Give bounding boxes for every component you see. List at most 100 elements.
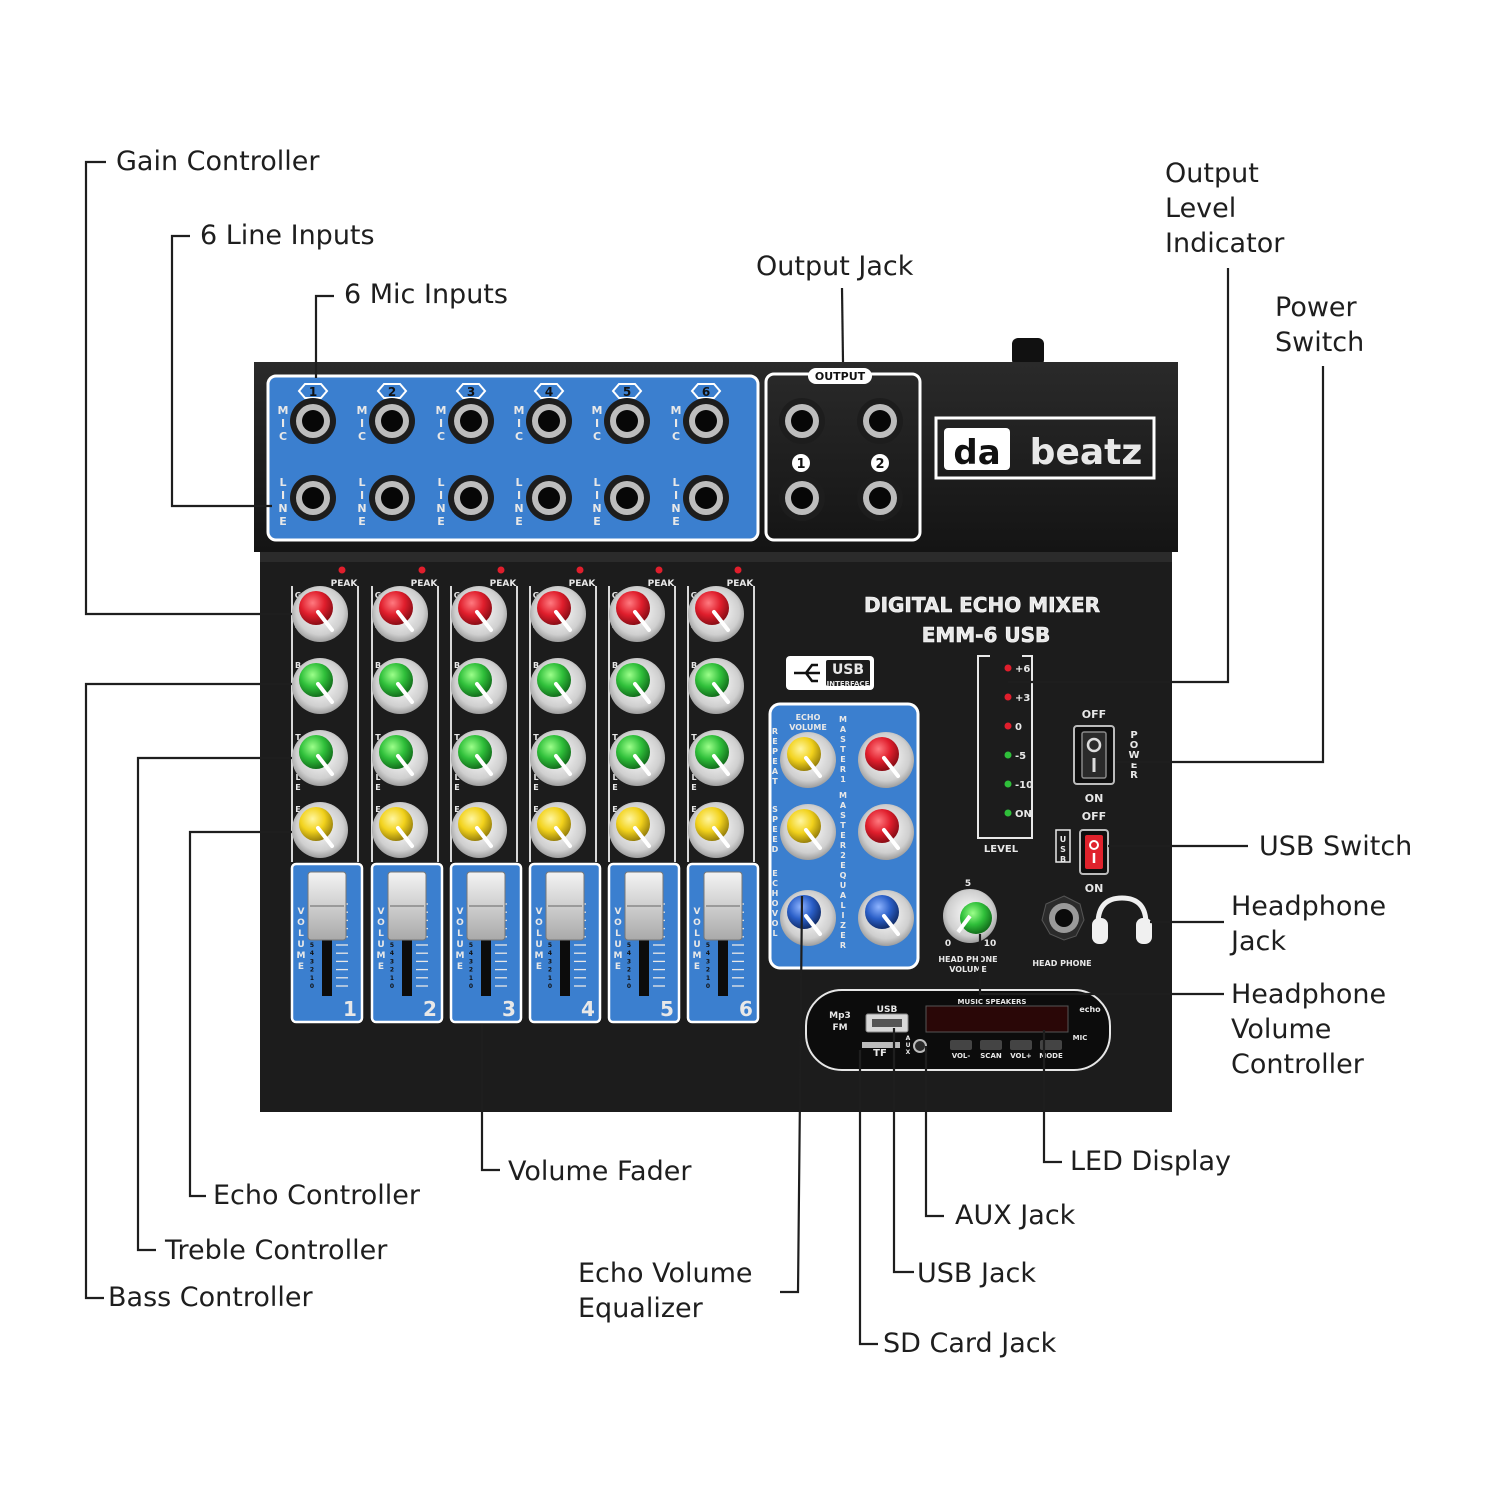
mic-input-jack[interactable] [683,398,729,444]
channel-number: 2 [423,997,437,1021]
svg-text:E: E [612,783,617,792]
treble-knob[interactable] [530,730,586,786]
svg-text:M: M [839,715,847,724]
usb-off-label: OFF [1082,810,1106,823]
svg-text:O: O [693,918,701,928]
echo-vol-knob[interactable] [780,890,836,946]
svg-text:C: C [772,879,778,888]
svg-text:N: N [671,502,680,515]
svg-text:E: E [375,783,380,792]
volume-fader-cap[interactable] [466,871,506,941]
mic-input-jack[interactable] [369,398,415,444]
gain-knob[interactable] [292,586,348,642]
output-jack[interactable] [779,475,825,521]
peak-label: PEAK [569,579,597,589]
echo-knob[interactable] [372,802,428,858]
line-input-jack[interactable] [290,475,336,521]
input-channel-number: 2 [388,385,396,399]
treble-knob[interactable] [372,730,428,786]
treble-knob[interactable] [451,730,507,786]
svg-text:E: E [378,962,384,972]
equalizer-knob[interactable] [858,890,914,946]
fader-scale-tick: 4 [310,950,314,957]
label-power-switch-2: Switch [1275,327,1365,358]
bass-knob[interactable] [451,658,507,714]
callout-line [84,682,292,1300]
echo-knob[interactable] [688,802,744,858]
repeat-knob[interactable] [780,732,836,788]
master1-knob[interactable] [858,732,914,788]
player-button-label: MODE [1039,1052,1063,1060]
output-jack[interactable] [857,475,903,521]
gain-knob[interactable] [609,586,665,642]
svg-text:T: T [772,777,778,786]
bass-knob[interactable] [609,658,665,714]
callout-line [314,294,334,378]
bass-knob[interactable] [688,658,744,714]
svg-text:P: P [1130,730,1137,741]
channel-number: 1 [343,997,357,1021]
label-sd-card-jack: SD Card Jack [883,1328,1057,1359]
treble-knob[interactable] [688,730,744,786]
input-channel-number: 6 [702,385,710,399]
echo-knob[interactable] [451,802,507,858]
brand-left: da [953,433,1000,473]
svg-text:L: L [840,901,845,910]
svg-text:E: E [454,783,459,792]
power-on-label: ON [1085,792,1104,805]
label-headphone-jack-1: Headphone [1231,891,1387,922]
svg-text:E: E [615,962,621,972]
output-jack[interactable] [857,398,903,444]
line-input-jack[interactable] [604,475,650,521]
volume-fader-cap[interactable] [624,871,664,941]
bass-knob[interactable] [292,658,348,714]
fader-scale-tick: 0 [627,983,631,990]
volume-fader-cap[interactable] [387,871,427,941]
svg-text:A: A [772,767,779,776]
speed-knob[interactable] [780,804,836,860]
echo-knob[interactable] [530,802,586,858]
gain-knob[interactable] [688,586,744,642]
gain-knob[interactable] [451,586,507,642]
gain-knob[interactable] [372,586,428,642]
svg-text:M: M [357,404,368,417]
mic-input-jack[interactable] [604,398,650,444]
volume-fader-cap[interactable] [545,871,585,941]
input-jacks: 1MICLINE2MICLINE3MICLINE4MICLINE5MICLINE… [278,368,1142,528]
label-aux-jack: AUX Jack [955,1200,1076,1231]
fader-scale-tick: 3 [310,958,314,965]
svg-text:B: B [454,661,460,670]
svg-text:B: B [1060,855,1066,864]
echo-volume-label-2: VOLUME [789,723,827,732]
echo-knob[interactable] [292,802,348,858]
master2-knob[interactable] [858,804,914,860]
volume-fader-cap[interactable] [703,871,743,941]
mic-input-jack[interactable] [526,398,572,444]
svg-text:G: G [533,591,540,600]
line-input-jack[interactable] [369,475,415,521]
output-jack[interactable] [779,398,825,444]
bass-knob[interactable] [372,658,428,714]
mic-input-jack[interactable] [290,398,336,444]
svg-text:U: U [693,940,700,950]
bass-knob[interactable] [530,658,586,714]
echo-knob[interactable] [609,802,665,858]
label-headphone-volume-1: Headphone [1231,979,1387,1010]
line-input-jack[interactable] [526,475,572,521]
player-mp3: Mp3 [829,1011,851,1021]
volume-fader-cap[interactable] [307,871,347,941]
mic-input-jack[interactable] [448,398,494,444]
fader-scale-tick: 1 [390,975,394,982]
line-input-jack[interactable] [448,475,494,521]
treble-knob[interactable] [292,730,348,786]
gain-knob[interactable] [530,586,586,642]
fader-scale-tick: 2 [469,967,473,974]
line-input-jack[interactable] [683,475,729,521]
label-led-display: LED Display [1070,1146,1231,1177]
callout-line [892,1028,914,1274]
svg-text:E: E [536,962,542,972]
treble-knob[interactable] [609,730,665,786]
